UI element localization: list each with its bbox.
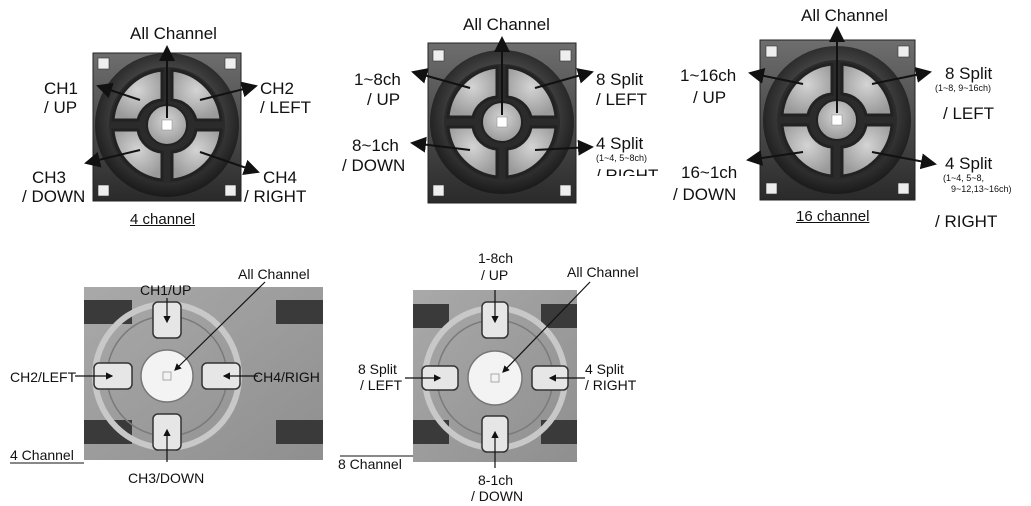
btn-ch2	[170, 68, 223, 122]
tm-right-label: 4 Split (1~4, 5~8ch)	[596, 134, 647, 164]
tm-right-sub-label: / RIGHT	[596, 166, 659, 176]
tr-down-sub-label: / DOWN	[673, 185, 737, 204]
tm-left-sub-label: / LEFT	[596, 90, 648, 109]
tm-left-label: 8 Split	[596, 70, 644, 89]
tr-right-note2: 9~12,13~16ch)	[951, 184, 1012, 194]
bm-down-sub-label: / DOWN	[471, 488, 524, 504]
panel-8ch-photo	[340, 281, 591, 468]
bl-down-label: CH3/DOWN	[128, 470, 205, 486]
tl-ch4-sub-label: / RIGHT	[244, 187, 307, 206]
bm-up-sub-label: / UP	[481, 267, 509, 283]
tm-up-sub-label: / UP	[367, 90, 401, 109]
tr-left-label: 8 Split (1~8, 9~16ch)	[935, 64, 993, 94]
tm-right-note: (1~4, 5~8ch)	[596, 153, 648, 163]
tl-ch4-label: CH4	[263, 168, 298, 187]
bm-up-label: 1-8ch	[478, 250, 514, 266]
btn-ch4	[170, 128, 223, 182]
tr-down-label: 16~1ch	[681, 163, 738, 182]
panel-4ch-photo	[10, 281, 323, 464]
tr-caption: 16 channel	[796, 208, 870, 225]
bm-down-label: 8-1ch	[478, 472, 514, 488]
bm-right-label: 4 Split	[585, 361, 624, 377]
tm-right-main: 4 Split	[596, 134, 644, 153]
tr-up-sub-label: / UP	[693, 88, 727, 107]
dial-4ch	[84, 45, 260, 202]
tr-left-main: 8 Split	[945, 64, 993, 83]
btn-ch3	[111, 128, 164, 182]
tl-ch3-sub-label: / DOWN	[22, 187, 86, 206]
bl-caption: 4 Channel	[10, 447, 74, 463]
dial-16ch	[746, 26, 937, 201]
tr-right-main: 4 Split	[945, 154, 993, 173]
btn-ch1	[111, 68, 164, 122]
tl-caption: 4 channel	[130, 211, 196, 228]
tm-all-channel-label: All Channel	[463, 15, 550, 34]
tr-left-sub-label: / LEFT	[943, 104, 995, 123]
tr-up-label: 1~16ch	[680, 66, 737, 85]
bm-right-sub-label: / RIGHT	[585, 377, 637, 393]
bl-all-channel-label: All Channel	[238, 266, 310, 282]
dial-8ch	[410, 36, 594, 204]
bl-right-label: CH4/RIGH	[253, 369, 320, 385]
tl-ch2-sub-label: / LEFT	[260, 98, 312, 117]
tl-ch3-label: CH3	[32, 168, 67, 187]
tm-down-label: 8~1ch	[352, 136, 399, 155]
bl-left-label: CH2/LEFT	[10, 369, 77, 385]
tr-all-channel-label: All Channel	[801, 6, 888, 25]
tl-ch1-sub-label: / UP	[44, 98, 78, 117]
bm-left-sub-label: / LEFT	[360, 377, 403, 393]
tr-right-note1: (1~4, 5~8,	[943, 173, 985, 183]
tr-right-label: 4 Split (1~4, 5~8, 9~12,13~16ch)	[943, 154, 1012, 195]
tl-ch2-label: CH2	[260, 79, 295, 98]
bm-all-channel-label: All Channel	[567, 264, 639, 280]
bm-left-label: 8 Split	[358, 361, 397, 377]
tl-all-channel-label: All Channel	[130, 24, 217, 43]
tr-right-sub-label: / RIGHT	[935, 212, 998, 231]
tr-left-note: (1~8, 9~16ch)	[935, 83, 992, 93]
tm-up-label: 1~8ch	[354, 70, 401, 89]
bm-caption: 8 Channel	[338, 456, 402, 472]
tl-ch1-label: CH1	[44, 79, 79, 98]
tm-down-sub-label: / DOWN	[342, 156, 406, 175]
bl-up-label: CH1/UP	[140, 282, 192, 298]
